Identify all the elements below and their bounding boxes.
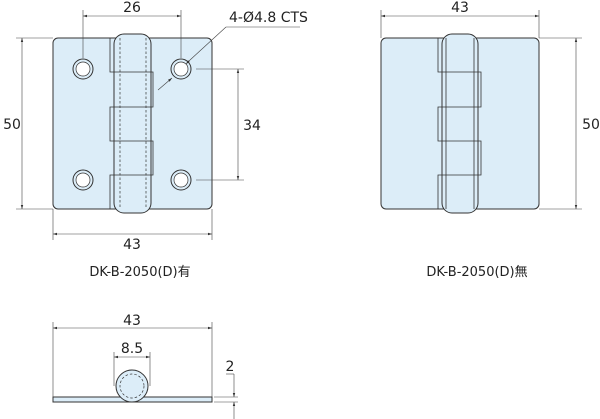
hinge-front-with-holes: 26 50 43 34 4-Ø4.8 CTS DK-B-2050(D)有 [3, 0, 308, 280]
dim-hole-pitch-v: 34 [243, 118, 261, 134]
dim-height: 50 [582, 117, 600, 133]
hinge-side-view: 43 8.5 2 [52, 313, 238, 419]
hinge-front-no-holes: 43 50 DK-B-2050(D)無 [380, 0, 600, 280]
dim-width: 43 [123, 237, 141, 253]
dim-height: 50 [3, 117, 21, 133]
knuckle-joint-line [109, 38, 154, 209]
model-label-with-holes: DK-B-2050(D)有 [89, 265, 190, 280]
dim-holes-callout: 4-Ø4.8 CTS [229, 10, 308, 26]
hinge-knuckle [441, 33, 479, 214]
side-knuckle [115, 369, 149, 403]
dim-knuckle-diameter: 8.5 [121, 341, 143, 357]
dim-width: 43 [451, 0, 469, 16]
dim-thickness: 2 [226, 359, 235, 375]
hinge-knuckle [113, 33, 152, 214]
dim-side-width: 43 [123, 313, 141, 329]
model-label-no-holes: DK-B-2050(D)無 [426, 265, 527, 280]
knuckle-joint-line [437, 38, 482, 209]
dim-hole-pitch-h: 26 [123, 0, 141, 16]
mounting-holes [72, 58, 192, 191]
